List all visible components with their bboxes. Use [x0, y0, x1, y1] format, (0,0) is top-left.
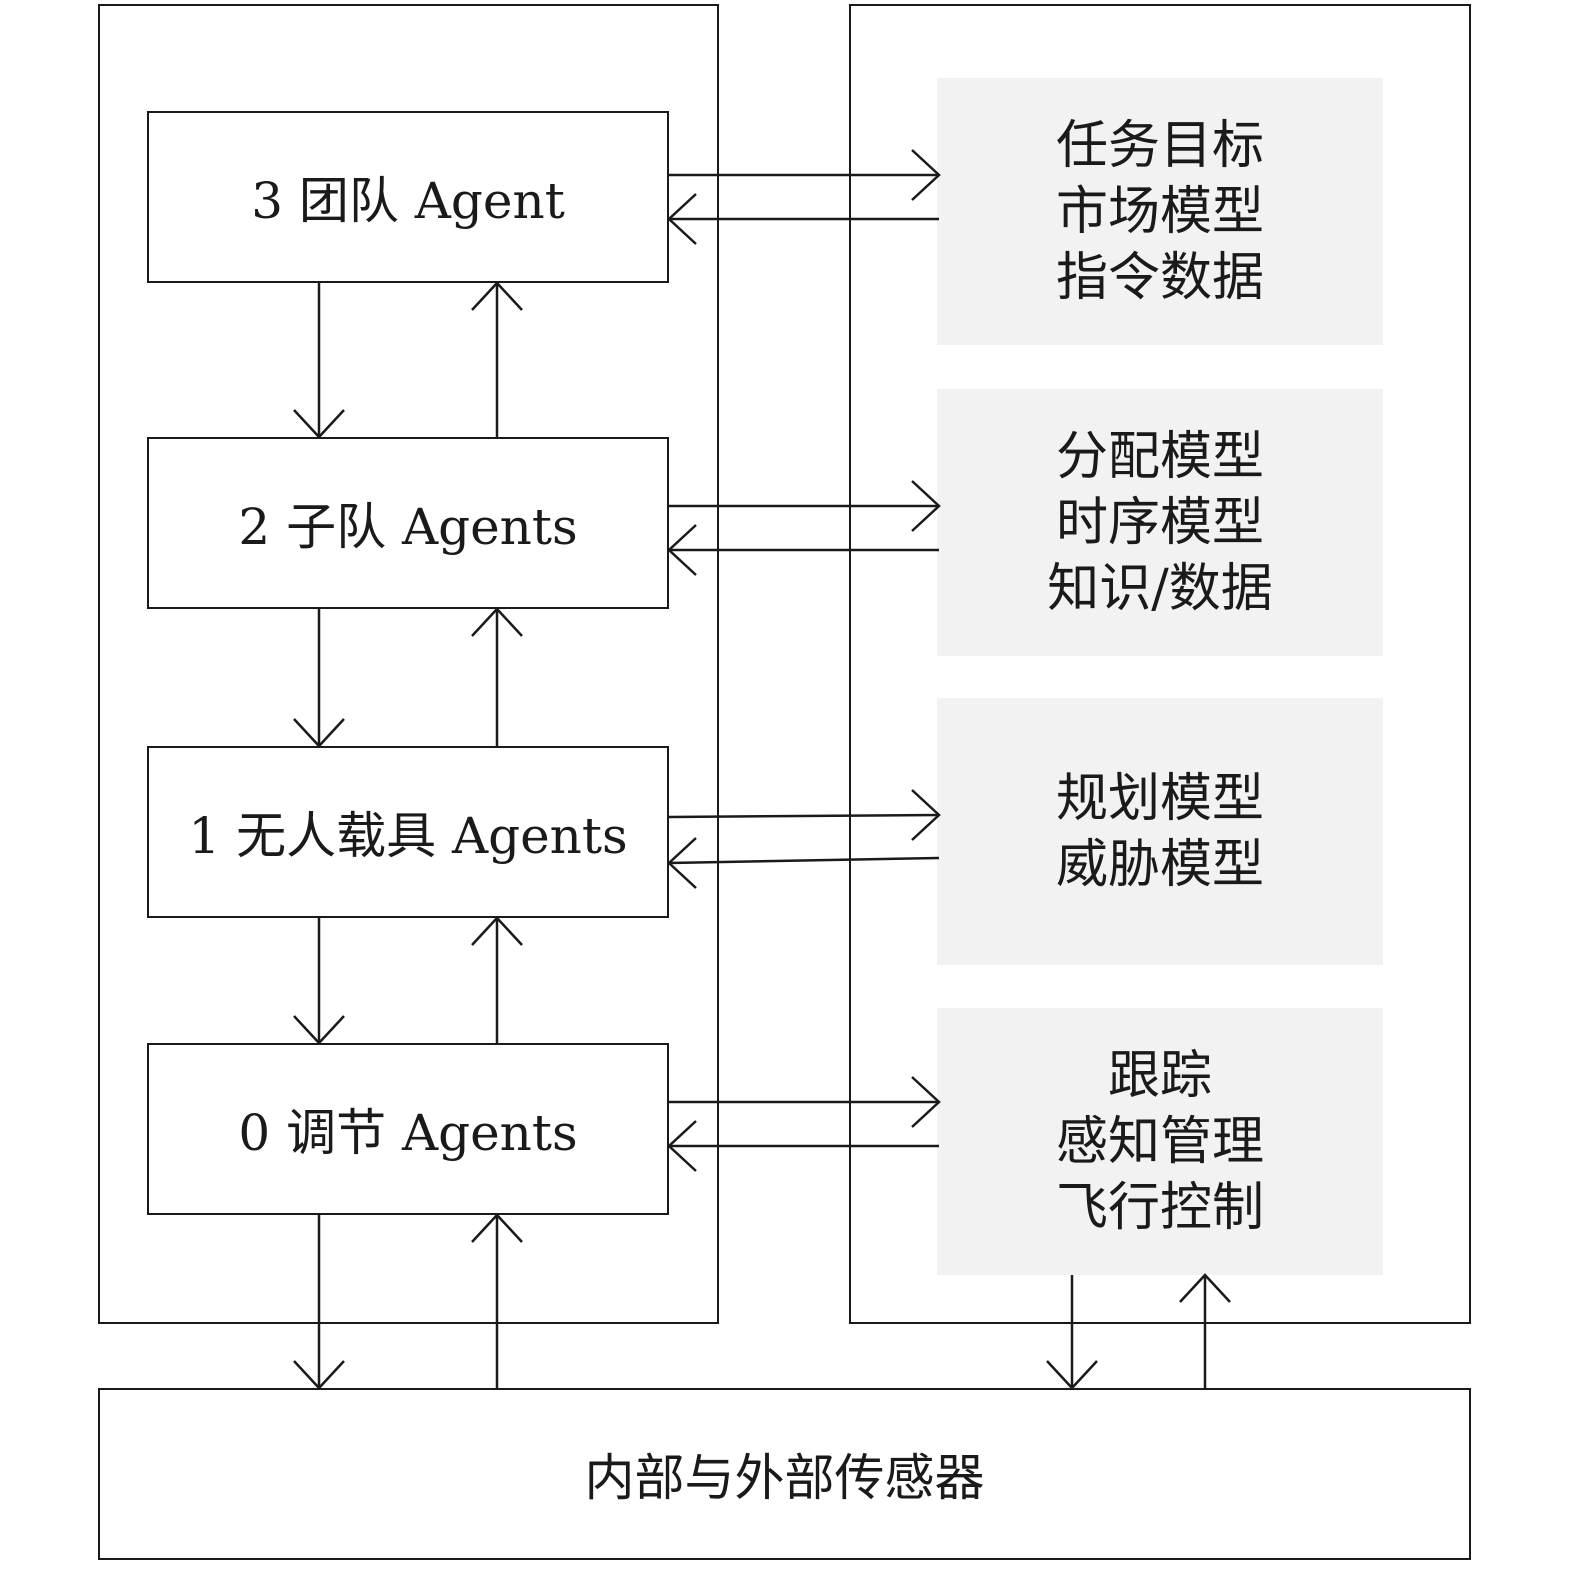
agent-box-subteam: 2 子队 Agents	[147, 437, 669, 609]
model-line: 感知管理	[1055, 1111, 1264, 1172]
model-line: 时序模型	[1055, 492, 1264, 553]
model-box-allocation: 分配模型 时序模型 知识/数据	[937, 389, 1383, 656]
agent-label-subteam: 2 子队 Agents	[238, 498, 578, 556]
agent-label-team: 3 团队 Agent	[251, 172, 565, 230]
model-line: 分配模型	[1055, 426, 1264, 487]
model-frame	[849, 4, 1471, 1324]
agent-box-regulation: 0 调节 Agents	[147, 1043, 669, 1215]
model-line: 飞行控制	[1055, 1177, 1264, 1238]
agent-label-vehicle: 1 无人载具 Agents	[188, 807, 628, 865]
model-line: 任务目标	[1055, 115, 1264, 176]
model-box-tracking: 跟踪 感知管理 飞行控制	[937, 1008, 1383, 1275]
model-line: 指令数据	[1055, 247, 1264, 308]
model-line: 知识/数据	[1047, 558, 1273, 619]
model-line: 规划模型	[1055, 768, 1264, 829]
model-box-mission: 任务目标 市场模型 指令数据	[937, 78, 1383, 345]
agent-box-team: 3 团队 Agent	[147, 111, 669, 283]
sensor-label: 内部与外部传感器	[584, 1449, 985, 1507]
agent-box-vehicle: 1 无人载具 Agents	[147, 746, 669, 918]
model-box-planning: 规划模型 威胁模型	[937, 698, 1383, 965]
model-line: 威胁模型	[1055, 834, 1264, 895]
model-line: 市场模型	[1055, 181, 1264, 242]
sensor-box: 内部与外部传感器	[98, 1388, 1471, 1560]
agent-hierarchy-frame	[98, 4, 719, 1324]
model-line: 跟踪	[1107, 1045, 1212, 1106]
agent-label-regulation: 0 调节 Agents	[238, 1104, 578, 1162]
